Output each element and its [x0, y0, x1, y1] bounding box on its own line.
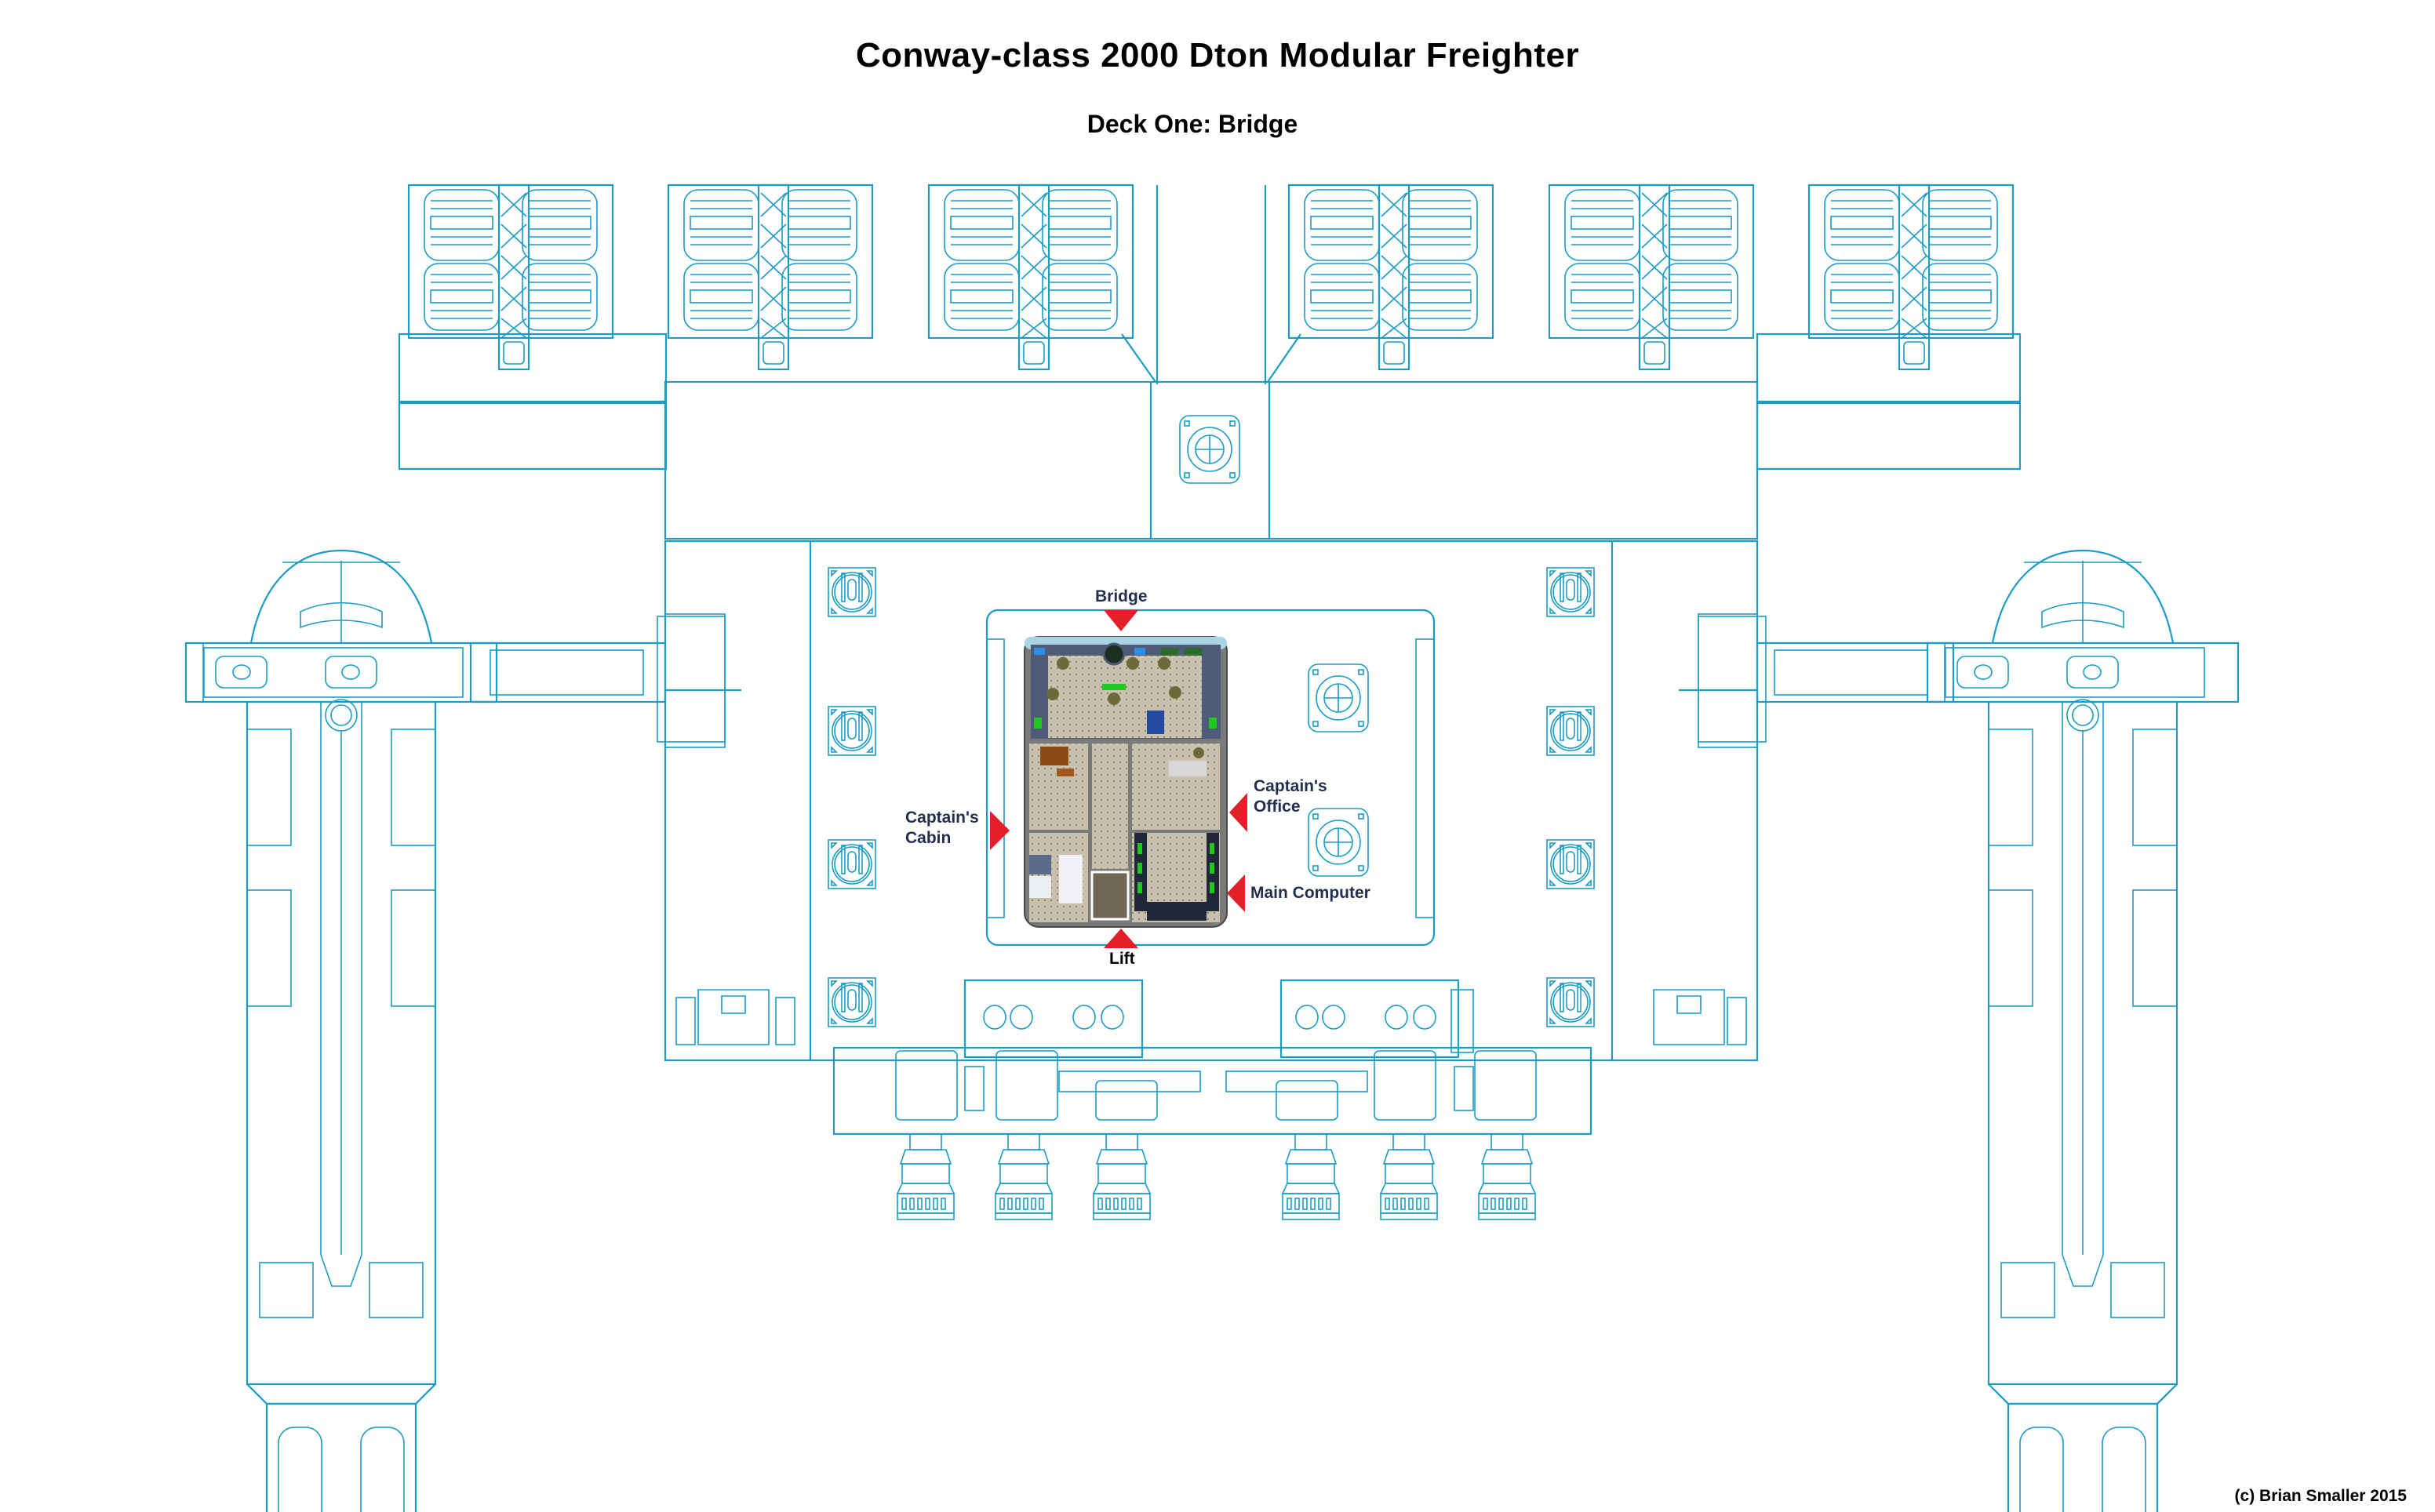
main-computer-arrow	[1227, 874, 1245, 912]
bridge-deck-panel	[985, 609, 1436, 947]
hatch-upper	[1308, 663, 1369, 732]
side-pod-right	[1698, 549, 2240, 1512]
turret-2	[828, 706, 876, 756]
main-computer-label: Main Computer	[1250, 884, 1370, 902]
engine-nozzle-6	[1478, 1133, 1536, 1220]
bridge-label: Bridge	[1095, 587, 1148, 605]
bridge-arrow	[1104, 610, 1138, 631]
turret-8	[1546, 977, 1595, 1027]
captains-cabin-arrow	[990, 811, 1010, 850]
cargo-module-4	[1287, 184, 1494, 371]
deck-subtitle: Deck One: Bridge	[1086, 110, 1298, 138]
cargo-module-1	[407, 184, 614, 371]
diagram-title: Conway-class 2000 Dton Modular Freighter	[855, 36, 1580, 75]
bridge-interior[interactable]	[1024, 636, 1228, 928]
cargo-modules	[407, 184, 2015, 371]
engine-nozzle-3	[1093, 1133, 1151, 1220]
main-hull	[664, 540, 1759, 1062]
turret-4	[828, 977, 876, 1027]
engine-bay	[832, 1046, 1592, 1220]
lift-label: Lift	[1109, 950, 1135, 968]
engine-nozzle-2	[995, 1133, 1053, 1220]
callout-arrows	[990, 610, 1247, 948]
turret-1	[828, 567, 876, 617]
captains-office-label: Captain's Office	[1254, 777, 1327, 816]
cargo-module-3	[927, 184, 1134, 371]
copyright-notice: (c) Brian Smaller 2015	[2234, 1487, 2407, 1505]
turret-5	[1546, 567, 1595, 617]
side-pod-left	[184, 549, 726, 1512]
cargo-module-5	[1548, 184, 1755, 371]
spine-structure	[398, 185, 2022, 540]
captains-office-arrow	[1229, 793, 1247, 832]
lift-arrow	[1104, 929, 1138, 948]
captains-cabin-label: Captain's Cabin	[905, 809, 979, 847]
cargo-module-2	[667, 184, 874, 371]
cargo-module-6	[1807, 184, 2015, 371]
engine-nozzle-4	[1282, 1133, 1340, 1220]
dorsal-hatch	[1179, 415, 1240, 484]
turret-6	[1546, 706, 1595, 756]
engine-nozzle-1	[897, 1133, 955, 1220]
hatch-lower	[1308, 808, 1369, 877]
turret-3	[828, 839, 876, 889]
engine-nozzle-5	[1380, 1133, 1438, 1220]
turret-7	[1546, 839, 1595, 889]
